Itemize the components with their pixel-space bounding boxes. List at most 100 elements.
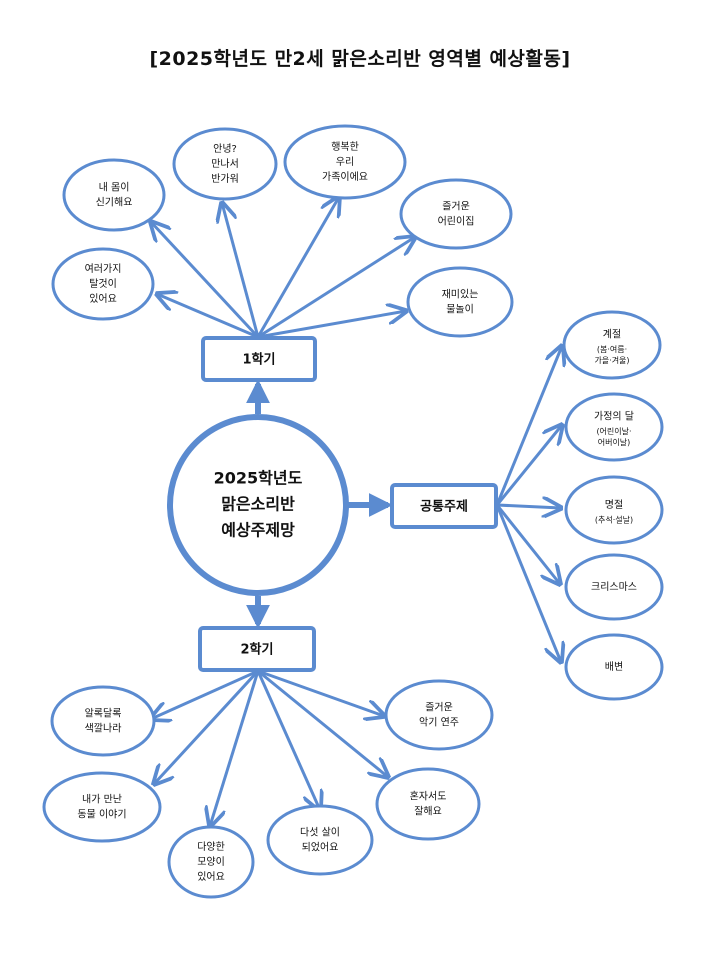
hub-semester2: 2학기 xyxy=(198,626,316,672)
common-topic: 가정의 달(어린이날·어버이날) xyxy=(564,392,664,462)
topic-ellipse xyxy=(564,633,664,701)
topic-label: 알록달록 xyxy=(85,708,122,720)
center-label: 맑은소리반 xyxy=(221,495,295,514)
topic-label: 모양이 xyxy=(197,856,225,868)
hub-label: 2학기 xyxy=(241,642,274,658)
hub-box xyxy=(198,626,316,672)
semester2-arrow xyxy=(210,670,260,826)
topic-ellipse xyxy=(384,679,494,751)
topic-ellipse xyxy=(62,158,166,232)
semester1-arrow xyxy=(257,311,406,339)
topic-label: 신기해요 xyxy=(96,196,133,209)
topic-ellipse xyxy=(167,825,255,899)
semester1-arrow xyxy=(222,203,260,338)
common-topic: 계절 (봄·여름· 가을·겨울) xyxy=(562,310,662,380)
hub-common: 공통주제 xyxy=(390,483,498,529)
semester1-arrow xyxy=(151,222,260,339)
topic-label: 계절 xyxy=(603,328,621,341)
common-arrow xyxy=(495,425,562,506)
center-circle xyxy=(167,414,349,596)
semester2-arrow xyxy=(256,670,320,810)
center-label: 예상주제망 xyxy=(221,521,295,540)
topic-label: 즐거운 xyxy=(425,702,453,714)
topic-label: 탈것이 xyxy=(89,277,117,290)
topic-label: 재미있는 xyxy=(442,289,479,301)
center-label: 2025학년도 xyxy=(214,469,303,488)
semester2-arrow xyxy=(257,669,388,777)
topic-label: 잘해요 xyxy=(414,805,442,818)
topic-sublabel: 가을·겨울) xyxy=(594,356,629,365)
topic-ellipse xyxy=(266,804,374,876)
topic-label: 여러가지 xyxy=(85,263,122,275)
topic-ellipse xyxy=(283,124,407,200)
topic-ellipse xyxy=(562,310,662,380)
topic-label: 명절 xyxy=(605,498,623,511)
topic-sublabel: (봄·여름· xyxy=(597,344,627,354)
topic-label: 우리 xyxy=(336,156,354,168)
topic-label: 물놀이 xyxy=(446,304,474,316)
topic-label: 행복한 xyxy=(331,141,359,153)
topic-ellipse xyxy=(564,553,664,621)
common-topic: 크리스마스 xyxy=(564,553,664,621)
hub-box xyxy=(201,336,317,382)
common-topic: 명절 (추석·설날) xyxy=(564,475,664,545)
topic-ellipse xyxy=(564,392,664,462)
topic-label: 즐거운 xyxy=(442,201,470,213)
topic-label: 있어요 xyxy=(89,293,117,305)
topic-label: 가족이에요 xyxy=(322,171,368,183)
semester1-arrow xyxy=(157,294,259,339)
semester2-arrow xyxy=(257,669,384,716)
topic-sublabel: 어버이날) xyxy=(598,437,631,447)
common-arrow xyxy=(495,504,560,584)
topic-label: 다섯 살이 xyxy=(300,827,340,839)
topic-label: 색깔나라 xyxy=(85,723,122,735)
hub-label: 공통주제 xyxy=(420,500,468,515)
common-arrow xyxy=(496,505,561,508)
topic-label: 동물 이야기 xyxy=(77,809,126,821)
connector-arrows xyxy=(151,197,562,826)
semester1-arrow xyxy=(257,237,415,339)
topic-label: 내가 만난 xyxy=(82,794,122,806)
topic-label: 다양한 xyxy=(197,841,225,853)
topic-label: 악기 연주 xyxy=(419,717,459,729)
semester2-arrow xyxy=(151,669,259,719)
topic-label: 되었어요 xyxy=(302,842,339,854)
topic-ellipse xyxy=(406,266,514,338)
topic-label: 내 몸이 xyxy=(99,182,130,194)
topic-ellipse xyxy=(42,771,162,843)
hub-box xyxy=(390,483,498,529)
hub-label: 1학기 xyxy=(243,352,276,368)
topic-ellipse xyxy=(50,685,156,757)
topic-ellipse xyxy=(399,178,513,250)
topic-label: 만나서 xyxy=(211,158,239,170)
topic-label: 있어요 xyxy=(197,871,225,883)
topic-ellipse xyxy=(564,475,664,545)
common-topic: 배변 xyxy=(564,633,664,701)
topic-label: 어린이집 xyxy=(438,216,475,228)
topic-label: 크리스마스 xyxy=(591,581,637,593)
page-title: [2025학년도 만2세 맑은소리반 영역별 예상활동] xyxy=(149,48,571,70)
topic-label: 반가워 xyxy=(211,172,239,185)
hub-semester1: 1학기 xyxy=(201,336,317,382)
topic-label: 배변 xyxy=(605,661,623,673)
topic-sublabel: (추석·설날) xyxy=(595,515,633,525)
common-arrow xyxy=(495,346,562,506)
topic-sublabel: (어린이날· xyxy=(596,426,631,436)
semester1-arrow xyxy=(256,197,339,338)
semester2-arrow xyxy=(154,669,260,784)
topic-ellipse xyxy=(51,247,155,321)
